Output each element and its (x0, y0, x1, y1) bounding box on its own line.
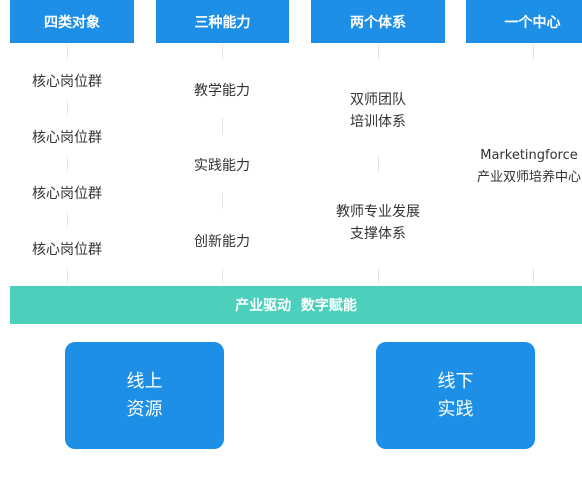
system-line: 培训体系 (350, 114, 406, 130)
connector-line (378, 45, 379, 59)
system-line: 双师团队 (350, 92, 406, 108)
system-line: 支撑体系 (350, 226, 406, 242)
system-line: 教师专业发展 (336, 204, 420, 220)
connector-line (222, 45, 223, 59)
offline-practice-box: 线下 实践 (376, 342, 535, 449)
header-objects: 四类对象 (10, 0, 134, 43)
box-line: 资源 (126, 398, 163, 420)
driver-band-label: 产业驱动 数字赋能 (235, 298, 357, 314)
connector-line (533, 45, 534, 59)
center-line: Marketingforce (480, 148, 578, 163)
object-item: 核心岗位群 (32, 74, 102, 90)
header-abilities: 三种能力 (156, 0, 289, 43)
ability-item: 创新能力 (194, 234, 250, 250)
connector-line (67, 213, 68, 227)
connector-line (533, 269, 534, 283)
connector-line (67, 157, 68, 171)
object-item: 核心岗位群 (32, 130, 102, 146)
system-item-development: 教师专业发展 支撑体系 (336, 201, 420, 245)
box-line: 实践 (437, 398, 474, 420)
box-line: 线上 (126, 370, 163, 392)
object-item: 核心岗位群 (32, 186, 102, 202)
connector-line (222, 118, 223, 134)
connector-line (378, 156, 379, 172)
online-resources-box: 线上 资源 (65, 342, 224, 449)
center-item: Marketingforce 产业双师培养中心 (477, 145, 581, 189)
connector-line (222, 269, 223, 283)
center-line: 产业双师培养中心 (476, 170, 582, 185)
ability-item: 教学能力 (194, 83, 250, 99)
ability-item: 实践能力 (194, 158, 250, 174)
header-center: 一个中心 (466, 0, 582, 43)
connector-line (222, 193, 223, 209)
system-item-training: 双师团队 培训体系 (350, 89, 406, 133)
connector-line (378, 269, 379, 283)
object-item: 核心岗位群 (32, 242, 102, 258)
connector-line (67, 269, 68, 283)
driver-band: 产业驱动 数字赋能 (10, 286, 582, 324)
box-line: 线下 (437, 370, 474, 392)
connector-line (67, 45, 68, 59)
connector-line (67, 101, 68, 115)
header-systems: 两个体系 (311, 0, 445, 43)
